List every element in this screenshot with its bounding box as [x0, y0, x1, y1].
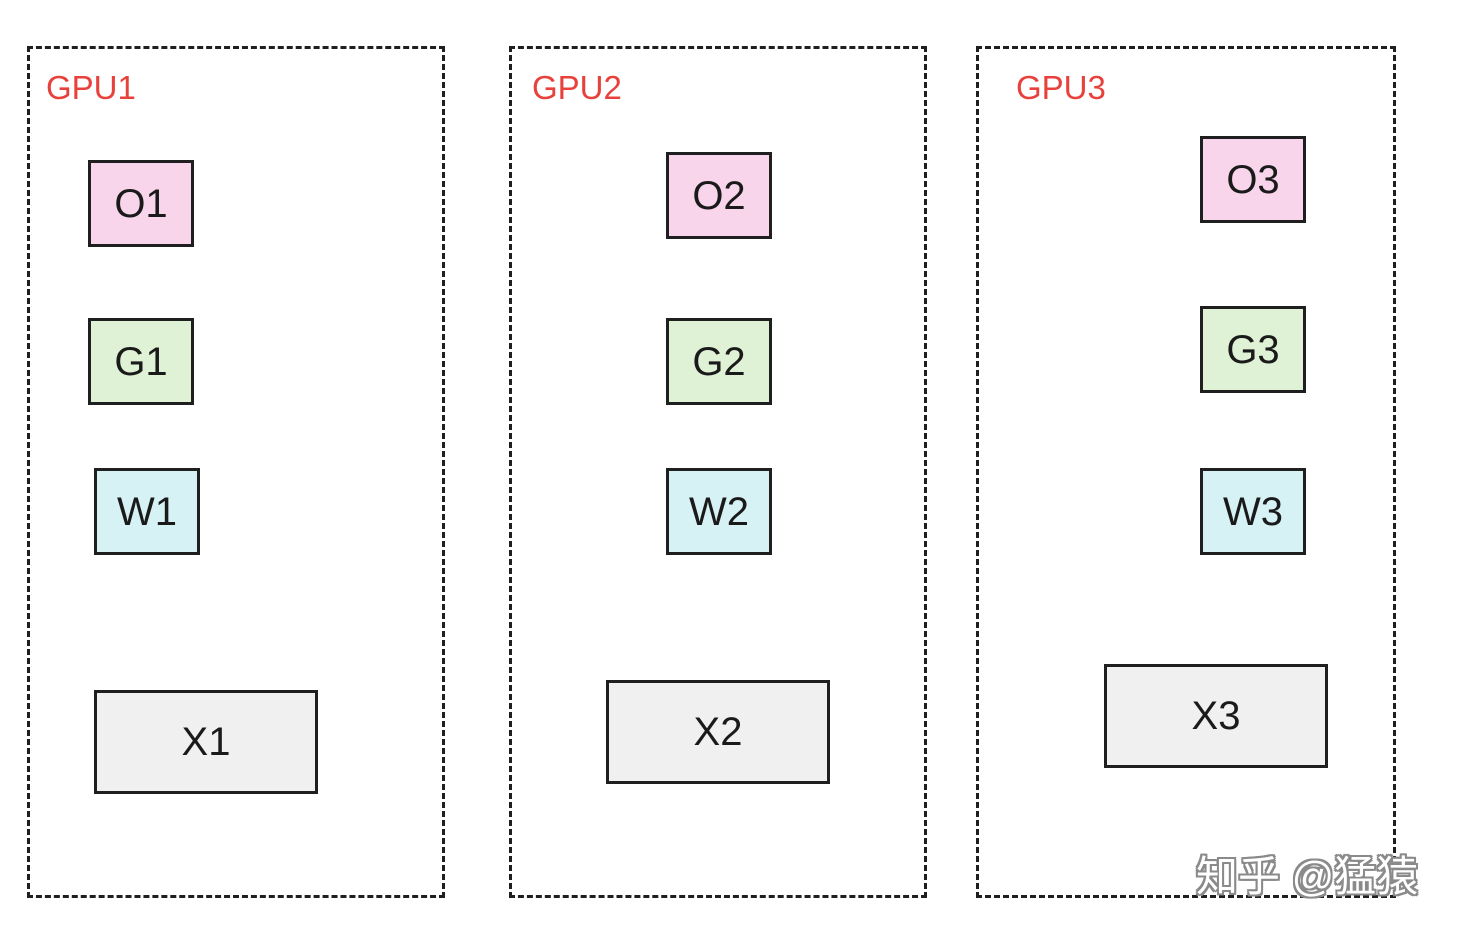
gpu1-activation-block: X1: [94, 690, 318, 794]
gpu3-weight-block: W3: [1200, 468, 1306, 555]
gpu2-label: GPU2: [532, 69, 622, 106]
gpu3-optimizer-block: O3: [1200, 136, 1306, 223]
gpu2-container: [509, 46, 927, 898]
gpu1-weight-block: W1: [94, 468, 200, 555]
gpu1-label: GPU1: [46, 69, 136, 106]
gpu1-container: [27, 46, 445, 898]
gpu1-optimizer-block: O1: [88, 160, 194, 247]
gpu1-gradient-block: G1: [88, 318, 194, 405]
gpu2-weight-block: W2: [666, 468, 772, 555]
gpu3-label: GPU3: [1016, 69, 1106, 106]
gpu3-activation-block: X3: [1104, 664, 1328, 768]
gpu2-optimizer-block: O2: [666, 152, 772, 239]
gpu3-container: [976, 46, 1396, 898]
gpu2-activation-block: X2: [606, 680, 830, 784]
gpu2-gradient-block: G2: [666, 318, 772, 405]
watermark: 知乎 @猛猿: [1196, 853, 1419, 900]
gpu3-gradient-block: G3: [1200, 306, 1306, 393]
